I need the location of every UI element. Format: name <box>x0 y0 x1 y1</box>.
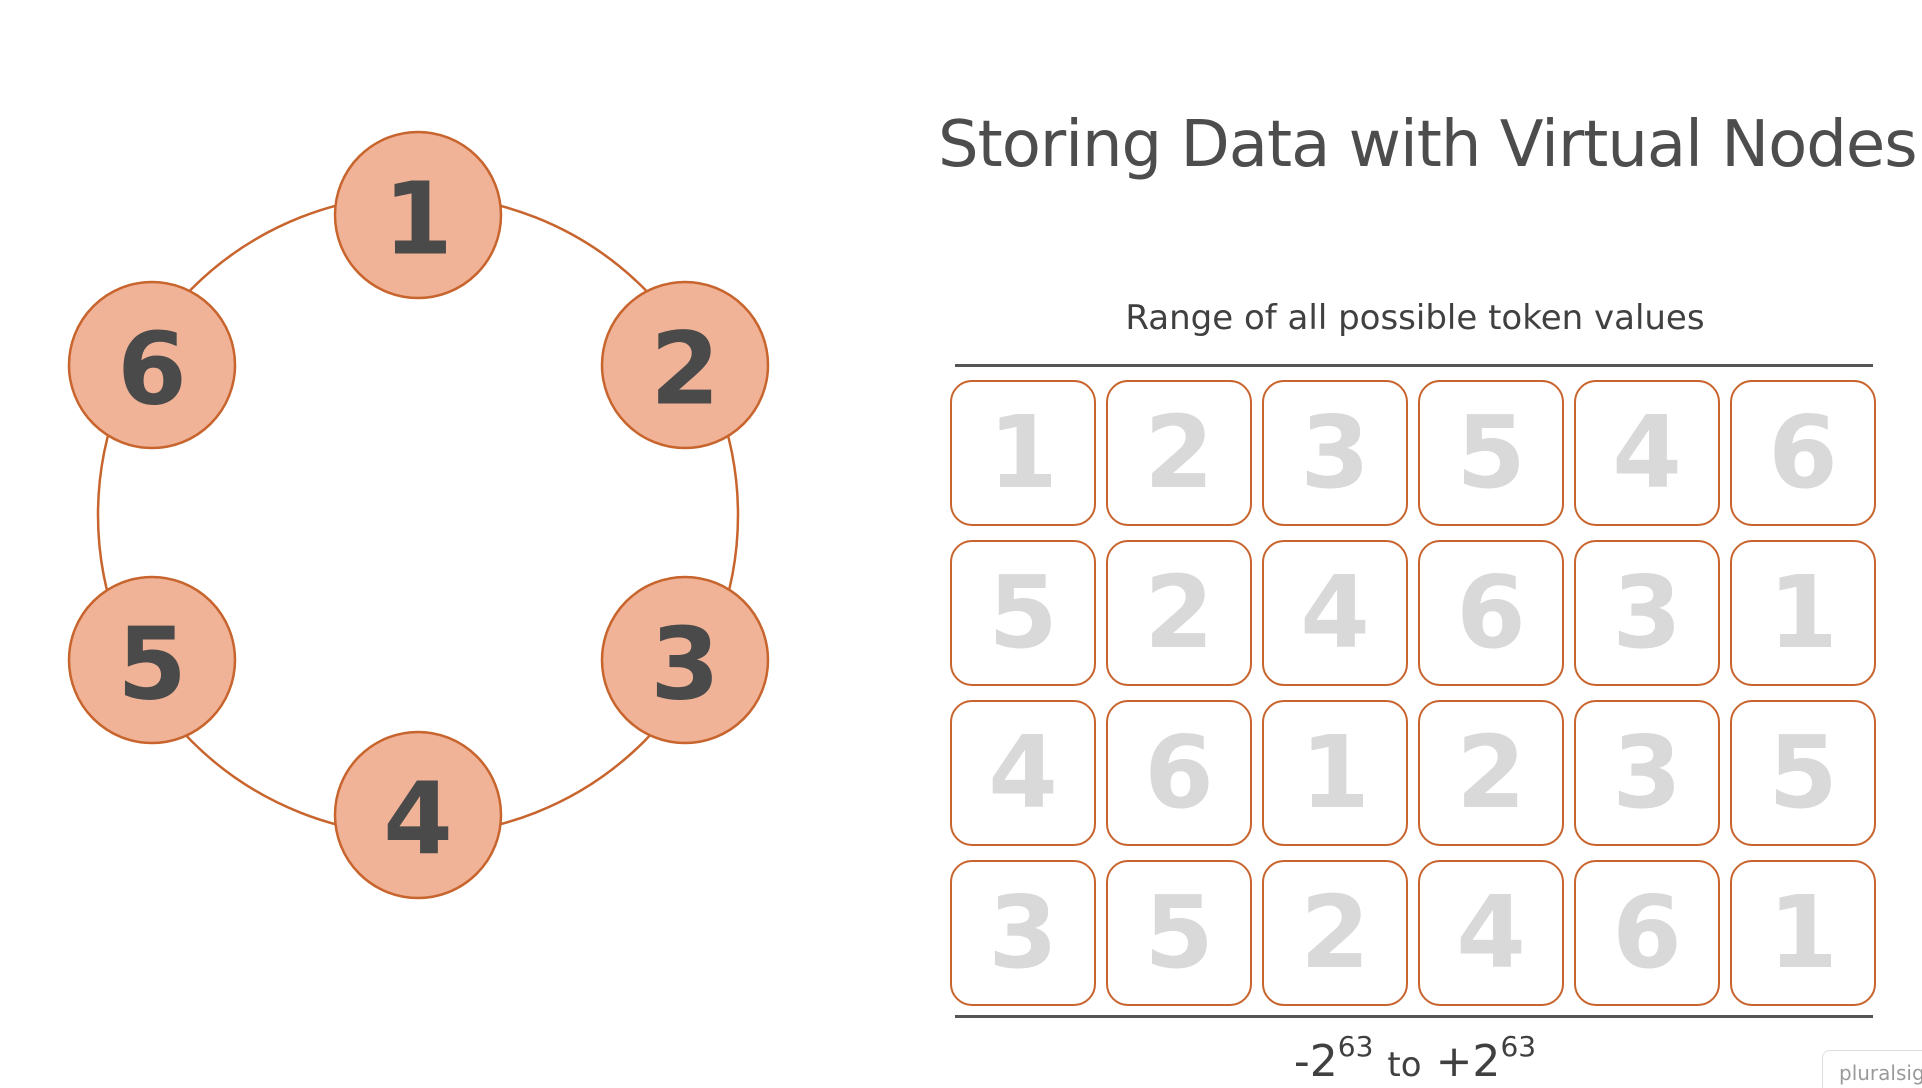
ring-node: 3 <box>600 575 770 745</box>
range-min-base: -2 <box>1293 1036 1338 1087</box>
token-cell: 5 <box>1730 700 1876 846</box>
ring-node-label: 6 <box>117 311 187 428</box>
token-cell: 5 <box>1106 860 1252 1006</box>
ring-node-label: 1 <box>383 161 453 278</box>
node-ring-diagram: 1 2 3 4 5 6 <box>67 130 770 900</box>
token-cell: 4 <box>1418 860 1564 1006</box>
slide-title: Storing Data with Virtual Nodes <box>938 108 1918 182</box>
token-cell: 6 <box>1730 380 1876 526</box>
ring-node-circle <box>600 575 770 745</box>
token-cell: 3 <box>1574 700 1720 846</box>
token-cell: 4 <box>950 700 1096 846</box>
token-cell: 3 <box>1574 540 1720 686</box>
range-max-base: +2 <box>1435 1036 1501 1087</box>
token-cell: 1 <box>1730 540 1876 686</box>
token-range-bounds: -263 to +263 <box>955 1030 1875 1087</box>
ring-node: 5 <box>67 575 237 745</box>
ring-node-circle <box>67 280 237 450</box>
range-to-word: to <box>1387 1045 1422 1085</box>
ring-node: 4 <box>333 730 503 900</box>
token-cell: 4 <box>1262 540 1408 686</box>
token-cell: 1 <box>950 380 1096 526</box>
ring-node-label: 3 <box>650 606 720 723</box>
token-grid: 1 2 3 5 4 6 5 2 4 6 3 1 4 6 1 2 3 5 3 5 … <box>950 380 1880 1006</box>
token-range-label: Range of all possible token values <box>1125 298 1705 338</box>
ring-node-circle <box>600 280 770 450</box>
token-cell: 5 <box>1418 380 1564 526</box>
range-max-exponent: 63 <box>1500 1030 1537 1063</box>
token-cell: 1 <box>1730 860 1876 1006</box>
token-cell: 3 <box>950 860 1096 1006</box>
token-cell: 2 <box>1262 860 1408 1006</box>
pluralsight-watermark: pluralsight <box>1822 1050 1922 1088</box>
range-min-exponent: 63 <box>1337 1030 1374 1063</box>
ring-node-circle <box>67 575 237 745</box>
range-top-rule <box>955 364 1873 367</box>
token-cell: 2 <box>1106 540 1252 686</box>
token-cell: 2 <box>1106 380 1252 526</box>
ring-node-label: 5 <box>117 606 187 723</box>
token-cell: 6 <box>1418 540 1564 686</box>
ring-node: 6 <box>67 280 237 450</box>
token-cell: 6 <box>1574 860 1720 1006</box>
token-cell: 5 <box>950 540 1096 686</box>
range-bottom-rule <box>955 1015 1873 1018</box>
ring-node-circle <box>333 730 503 900</box>
token-cell: 6 <box>1106 700 1252 846</box>
ring-node-label: 4 <box>383 761 453 878</box>
ring-node: 2 <box>600 280 770 450</box>
ring-node: 1 <box>333 130 503 300</box>
ring-node-label: 2 <box>650 311 720 428</box>
token-cell: 4 <box>1574 380 1720 526</box>
token-cell: 1 <box>1262 700 1408 846</box>
token-cell: 2 <box>1418 700 1564 846</box>
token-cell: 3 <box>1262 380 1408 526</box>
ring-node-circle <box>333 130 503 300</box>
